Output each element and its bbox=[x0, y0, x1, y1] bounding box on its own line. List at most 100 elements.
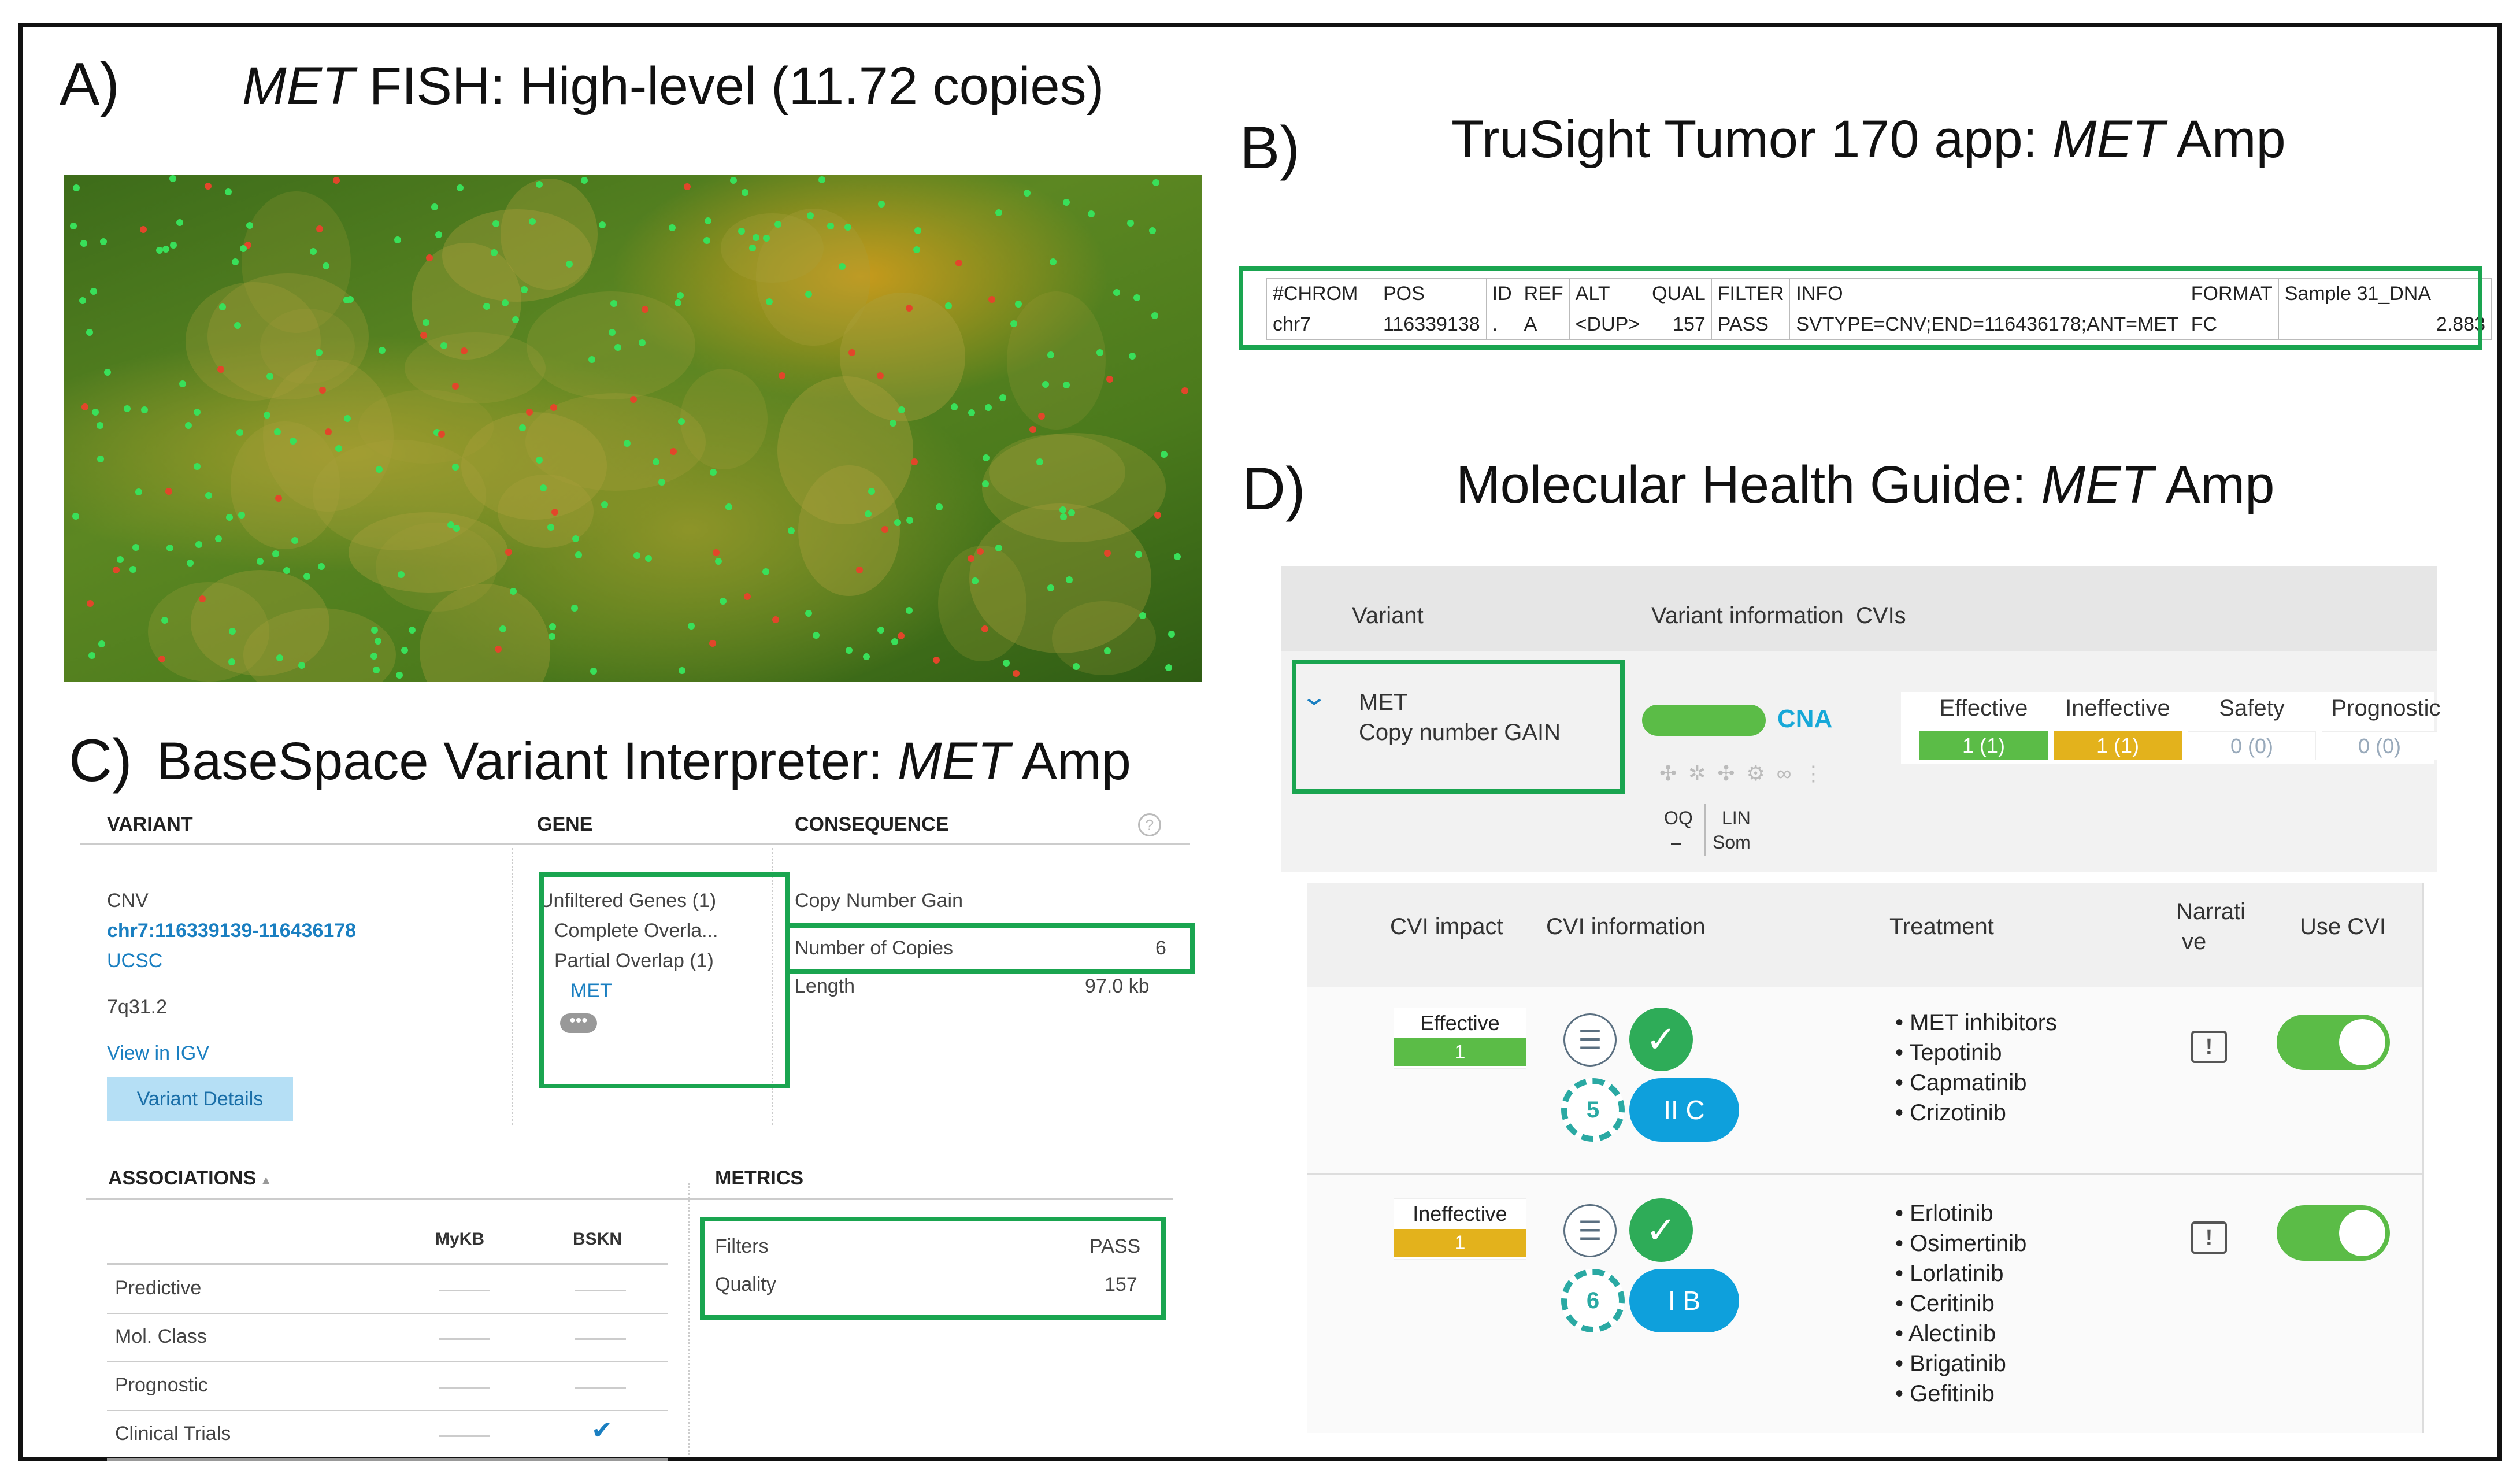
signal-dot bbox=[219, 303, 227, 311]
gene-complete-overlap[interactable]: Complete Overla... bbox=[554, 920, 718, 942]
signal-dot bbox=[590, 667, 598, 675]
vcf-cell: <DUP> bbox=[1569, 309, 1647, 340]
variant-details-button[interactable]: Variant Details bbox=[107, 1077, 293, 1121]
signal-dot bbox=[162, 245, 169, 253]
signal-dot bbox=[846, 647, 853, 654]
signal-dot bbox=[333, 177, 340, 184]
signal-dot bbox=[246, 222, 253, 229]
signal-dot bbox=[709, 640, 716, 647]
signal-dot bbox=[452, 382, 459, 390]
signal-dot bbox=[158, 655, 166, 662]
nucleus-shape bbox=[312, 440, 486, 550]
nucleus-shape bbox=[349, 512, 509, 593]
signal-dot bbox=[240, 245, 247, 252]
filters-label: Filters bbox=[715, 1235, 769, 1257]
signal-dot bbox=[548, 632, 555, 640]
nucleus-shape bbox=[969, 503, 1151, 654]
signal-dot bbox=[186, 560, 194, 567]
signal-dot bbox=[762, 568, 769, 575]
use-cvi-toggle[interactable] bbox=[2277, 1015, 2390, 1070]
signal-dot bbox=[97, 455, 105, 462]
signal-dot bbox=[844, 224, 852, 231]
narrative-icon[interactable]: ! bbox=[2191, 1031, 2227, 1063]
lin-label: LIN bbox=[1722, 808, 1751, 828]
signal-dot bbox=[435, 231, 442, 238]
signal-dot bbox=[905, 607, 913, 614]
signal-dot bbox=[176, 219, 183, 226]
signal-dot bbox=[257, 558, 264, 565]
empty-value bbox=[439, 1387, 490, 1389]
signal-dot bbox=[743, 593, 751, 600]
signal-dot bbox=[193, 408, 201, 416]
signal-dot bbox=[79, 297, 87, 304]
signal-dot bbox=[719, 597, 727, 605]
signal-dot bbox=[1129, 352, 1136, 360]
signal-dot bbox=[198, 595, 206, 602]
panel-a-letter: A) bbox=[60, 51, 120, 118]
nucleus-shape bbox=[777, 376, 913, 525]
cvi-safety-count[interactable]: 0 (0) bbox=[2188, 731, 2316, 760]
signal-dot bbox=[652, 458, 659, 465]
treatment-item: • Crizotinib bbox=[1895, 1100, 2006, 1125]
help-icon[interactable]: ? bbox=[1138, 813, 1161, 836]
vcf-cell: A bbox=[1517, 309, 1570, 340]
divider bbox=[107, 1361, 668, 1362]
narrative-icon[interactable]: ! bbox=[2191, 1221, 2227, 1254]
signal-dot bbox=[1015, 300, 1022, 308]
signal-dot bbox=[526, 409, 533, 416]
treatment-item: • Erlotinib bbox=[1895, 1201, 1993, 1226]
variant-gene[interactable]: MET bbox=[1359, 690, 1408, 715]
th-use-cvi: Use CVI bbox=[2300, 914, 2386, 939]
more-icon[interactable]: ••• bbox=[560, 1012, 597, 1033]
signal-dot bbox=[1139, 612, 1147, 619]
variant-location-link[interactable]: chr7:116339139-116436178 bbox=[107, 920, 357, 942]
signal-dot bbox=[877, 201, 885, 208]
view-igv-link[interactable]: View in IGV bbox=[107, 1042, 210, 1064]
lin-value: Som bbox=[1713, 832, 1751, 853]
signal-dot bbox=[995, 209, 1002, 216]
vcf-cell: PASS bbox=[1711, 309, 1791, 340]
signal-dot bbox=[129, 565, 136, 573]
panel-b-letter: B) bbox=[1240, 114, 1300, 182]
database-icon: ☰ bbox=[1563, 1204, 1617, 1257]
signal-dot bbox=[968, 554, 975, 562]
vcf-header-ref: REF bbox=[1517, 278, 1570, 309]
check-circle-icon: ✓ bbox=[1629, 1008, 1693, 1071]
cvi-ineffective-count[interactable]: 1 (1) bbox=[2054, 731, 2182, 760]
cvi-prognostic-count[interactable]: 0 (0) bbox=[2322, 731, 2437, 760]
signal-dot bbox=[375, 638, 382, 645]
signal-dot bbox=[229, 627, 236, 635]
toggle-knob bbox=[2339, 1019, 2385, 1065]
signal-dot bbox=[550, 403, 558, 411]
impact-count: 1 bbox=[1394, 1229, 1526, 1257]
nucleus-shape bbox=[375, 522, 498, 612]
gene-met-link[interactable]: MET bbox=[570, 980, 612, 1002]
signal-dot bbox=[551, 508, 559, 516]
use-cvi-toggle[interactable] bbox=[2277, 1205, 2390, 1261]
associations-header[interactable]: ASSOCIATIONS ▲ bbox=[108, 1167, 273, 1189]
signal-dot bbox=[774, 220, 782, 228]
signal-dot bbox=[668, 224, 676, 232]
signal-dot bbox=[420, 331, 427, 339]
treatment-item: • Tepotinib bbox=[1895, 1040, 2002, 1065]
signal-dot bbox=[906, 305, 913, 312]
signal-dot bbox=[88, 652, 96, 660]
signal-dot bbox=[601, 501, 609, 509]
assoc-row-label: Predictive bbox=[115, 1277, 202, 1299]
panel-d-title: Molecular Health Guide: MET Amp bbox=[1456, 456, 2275, 514]
signal-dot bbox=[80, 239, 88, 247]
toggle-knob bbox=[2339, 1210, 2385, 1256]
chevron-down-icon[interactable]: ⌄ bbox=[1300, 684, 1328, 710]
divider bbox=[107, 1313, 668, 1314]
col-variant-information: Variant information bbox=[1651, 603, 1844, 628]
signal-dot bbox=[1181, 387, 1189, 395]
signal-dot bbox=[169, 175, 176, 183]
signal-dot bbox=[195, 541, 202, 549]
vcf-header-filter: FILTER bbox=[1711, 278, 1791, 309]
signal-dot bbox=[453, 525, 461, 532]
gene-partial-overlap[interactable]: Partial Overlap (1) bbox=[554, 950, 714, 972]
signal-dot bbox=[633, 552, 640, 560]
empty-value bbox=[575, 1338, 626, 1340]
cvi-effective-count[interactable]: 1 (1) bbox=[1919, 731, 2048, 760]
ucsc-link[interactable]: UCSC bbox=[107, 950, 163, 972]
